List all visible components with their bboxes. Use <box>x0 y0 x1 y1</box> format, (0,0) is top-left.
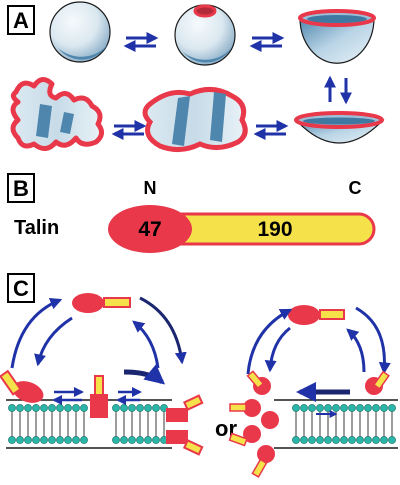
lipid-head <box>364 436 372 444</box>
panel-b: B N C Talin 47 190 <box>7 173 376 253</box>
lipid-head <box>380 436 388 444</box>
lipid-head <box>136 436 144 444</box>
equilibrium-arrows-3 <box>253 120 289 140</box>
lipid-head <box>40 404 48 412</box>
lipid-head <box>72 436 80 444</box>
lipid-bilayer-left <box>6 399 172 449</box>
lipid-head <box>16 436 24 444</box>
lipid-head <box>388 404 396 412</box>
lipid-head <box>56 404 64 412</box>
lipid-head <box>348 436 356 444</box>
lipid-head <box>120 404 128 412</box>
lipid-head <box>40 436 48 444</box>
lipid-head <box>136 404 144 412</box>
lipid-head <box>144 404 152 412</box>
membrane-bound-talin-left <box>0 369 44 403</box>
lipid-head <box>112 404 120 412</box>
lipid-head <box>72 404 80 412</box>
vesicle-sphere <box>49 1 111 63</box>
lipid-head <box>56 436 64 444</box>
panel-a: A <box>7 1 385 152</box>
c-terminus-label: C <box>349 178 362 198</box>
panel-b-label-box <box>7 173 35 203</box>
lipid-head <box>80 404 88 412</box>
panel-a-label-box <box>7 5 35 35</box>
lipid-head <box>348 404 356 412</box>
lipid-head <box>48 404 56 412</box>
membrane-arrows-right <box>296 382 350 418</box>
lipid-head <box>64 436 72 444</box>
panel-a-label: A <box>13 8 29 33</box>
lipid-head <box>324 436 332 444</box>
lipid-head <box>16 404 24 412</box>
talin-rod-value: 190 <box>257 218 292 241</box>
cycle-arrows-right <box>246 306 391 375</box>
lipid-head <box>292 436 300 444</box>
inserted-talin-edge <box>166 394 204 456</box>
lipid-head <box>372 436 380 444</box>
panel-c-label: C <box>13 276 29 301</box>
hemisphere-cup <box>298 9 376 64</box>
panel-c-label-box <box>7 273 35 303</box>
lipid-head <box>300 404 308 412</box>
talin-head-domain <box>108 205 192 253</box>
lipid-head <box>128 404 136 412</box>
lipid-head <box>380 404 388 412</box>
lipid-head <box>112 436 120 444</box>
lipid-head <box>388 436 396 444</box>
inserted-talin-center <box>90 375 108 418</box>
lipid-head <box>340 404 348 412</box>
soluble-talin-left <box>72 293 131 313</box>
equilibrium-arrows-2 <box>249 32 285 52</box>
cycle-arrows-left <box>10 296 187 369</box>
lipid-head <box>332 404 340 412</box>
lipid-head <box>24 404 32 412</box>
lipid-head <box>64 404 72 412</box>
shallow-bowl <box>294 111 385 144</box>
lipid-head <box>120 436 128 444</box>
lipid-head <box>80 436 88 444</box>
lipid-head <box>372 404 380 412</box>
vesicle-with-pore <box>174 4 236 66</box>
equilibrium-arrows-1 <box>123 32 159 52</box>
membrane-disrupting-talins <box>228 370 390 478</box>
lipid-head <box>24 436 32 444</box>
lipid-head <box>152 436 160 444</box>
lipid-head <box>316 404 324 412</box>
lipid-head <box>152 404 160 412</box>
lipid-bilayer-right <box>274 399 398 449</box>
lipid-head <box>8 404 16 412</box>
panel-b-label: B <box>13 176 29 201</box>
lipid-head <box>364 404 372 412</box>
lipid-head <box>48 436 56 444</box>
panel-c: C <box>0 273 398 478</box>
soluble-talin-right <box>288 305 345 325</box>
disrupted-membrane <box>10 77 104 151</box>
lipid-head <box>332 436 340 444</box>
lipid-head <box>340 436 348 444</box>
vertical-equilibrium-arrows <box>324 75 352 105</box>
lipid-head <box>292 404 300 412</box>
membrane-arrows-left <box>52 364 166 405</box>
lipid-head <box>356 404 364 412</box>
talin-name-label: Talin <box>14 217 59 239</box>
lipid-head <box>308 404 316 412</box>
lipid-head <box>324 404 332 412</box>
lipid-head <box>356 436 364 444</box>
lipid-head <box>300 436 308 444</box>
equilibrium-arrows-4 <box>111 120 147 140</box>
lipid-head <box>144 436 152 444</box>
flattened-sheet <box>142 87 248 152</box>
lipid-head <box>316 436 324 444</box>
n-terminus-label: N <box>144 178 157 198</box>
lipid-head <box>32 404 40 412</box>
lipid-head <box>128 436 136 444</box>
lipid-head <box>308 436 316 444</box>
lipid-head <box>8 436 16 444</box>
lipid-head <box>32 436 40 444</box>
talin-head-value: 47 <box>138 218 161 241</box>
